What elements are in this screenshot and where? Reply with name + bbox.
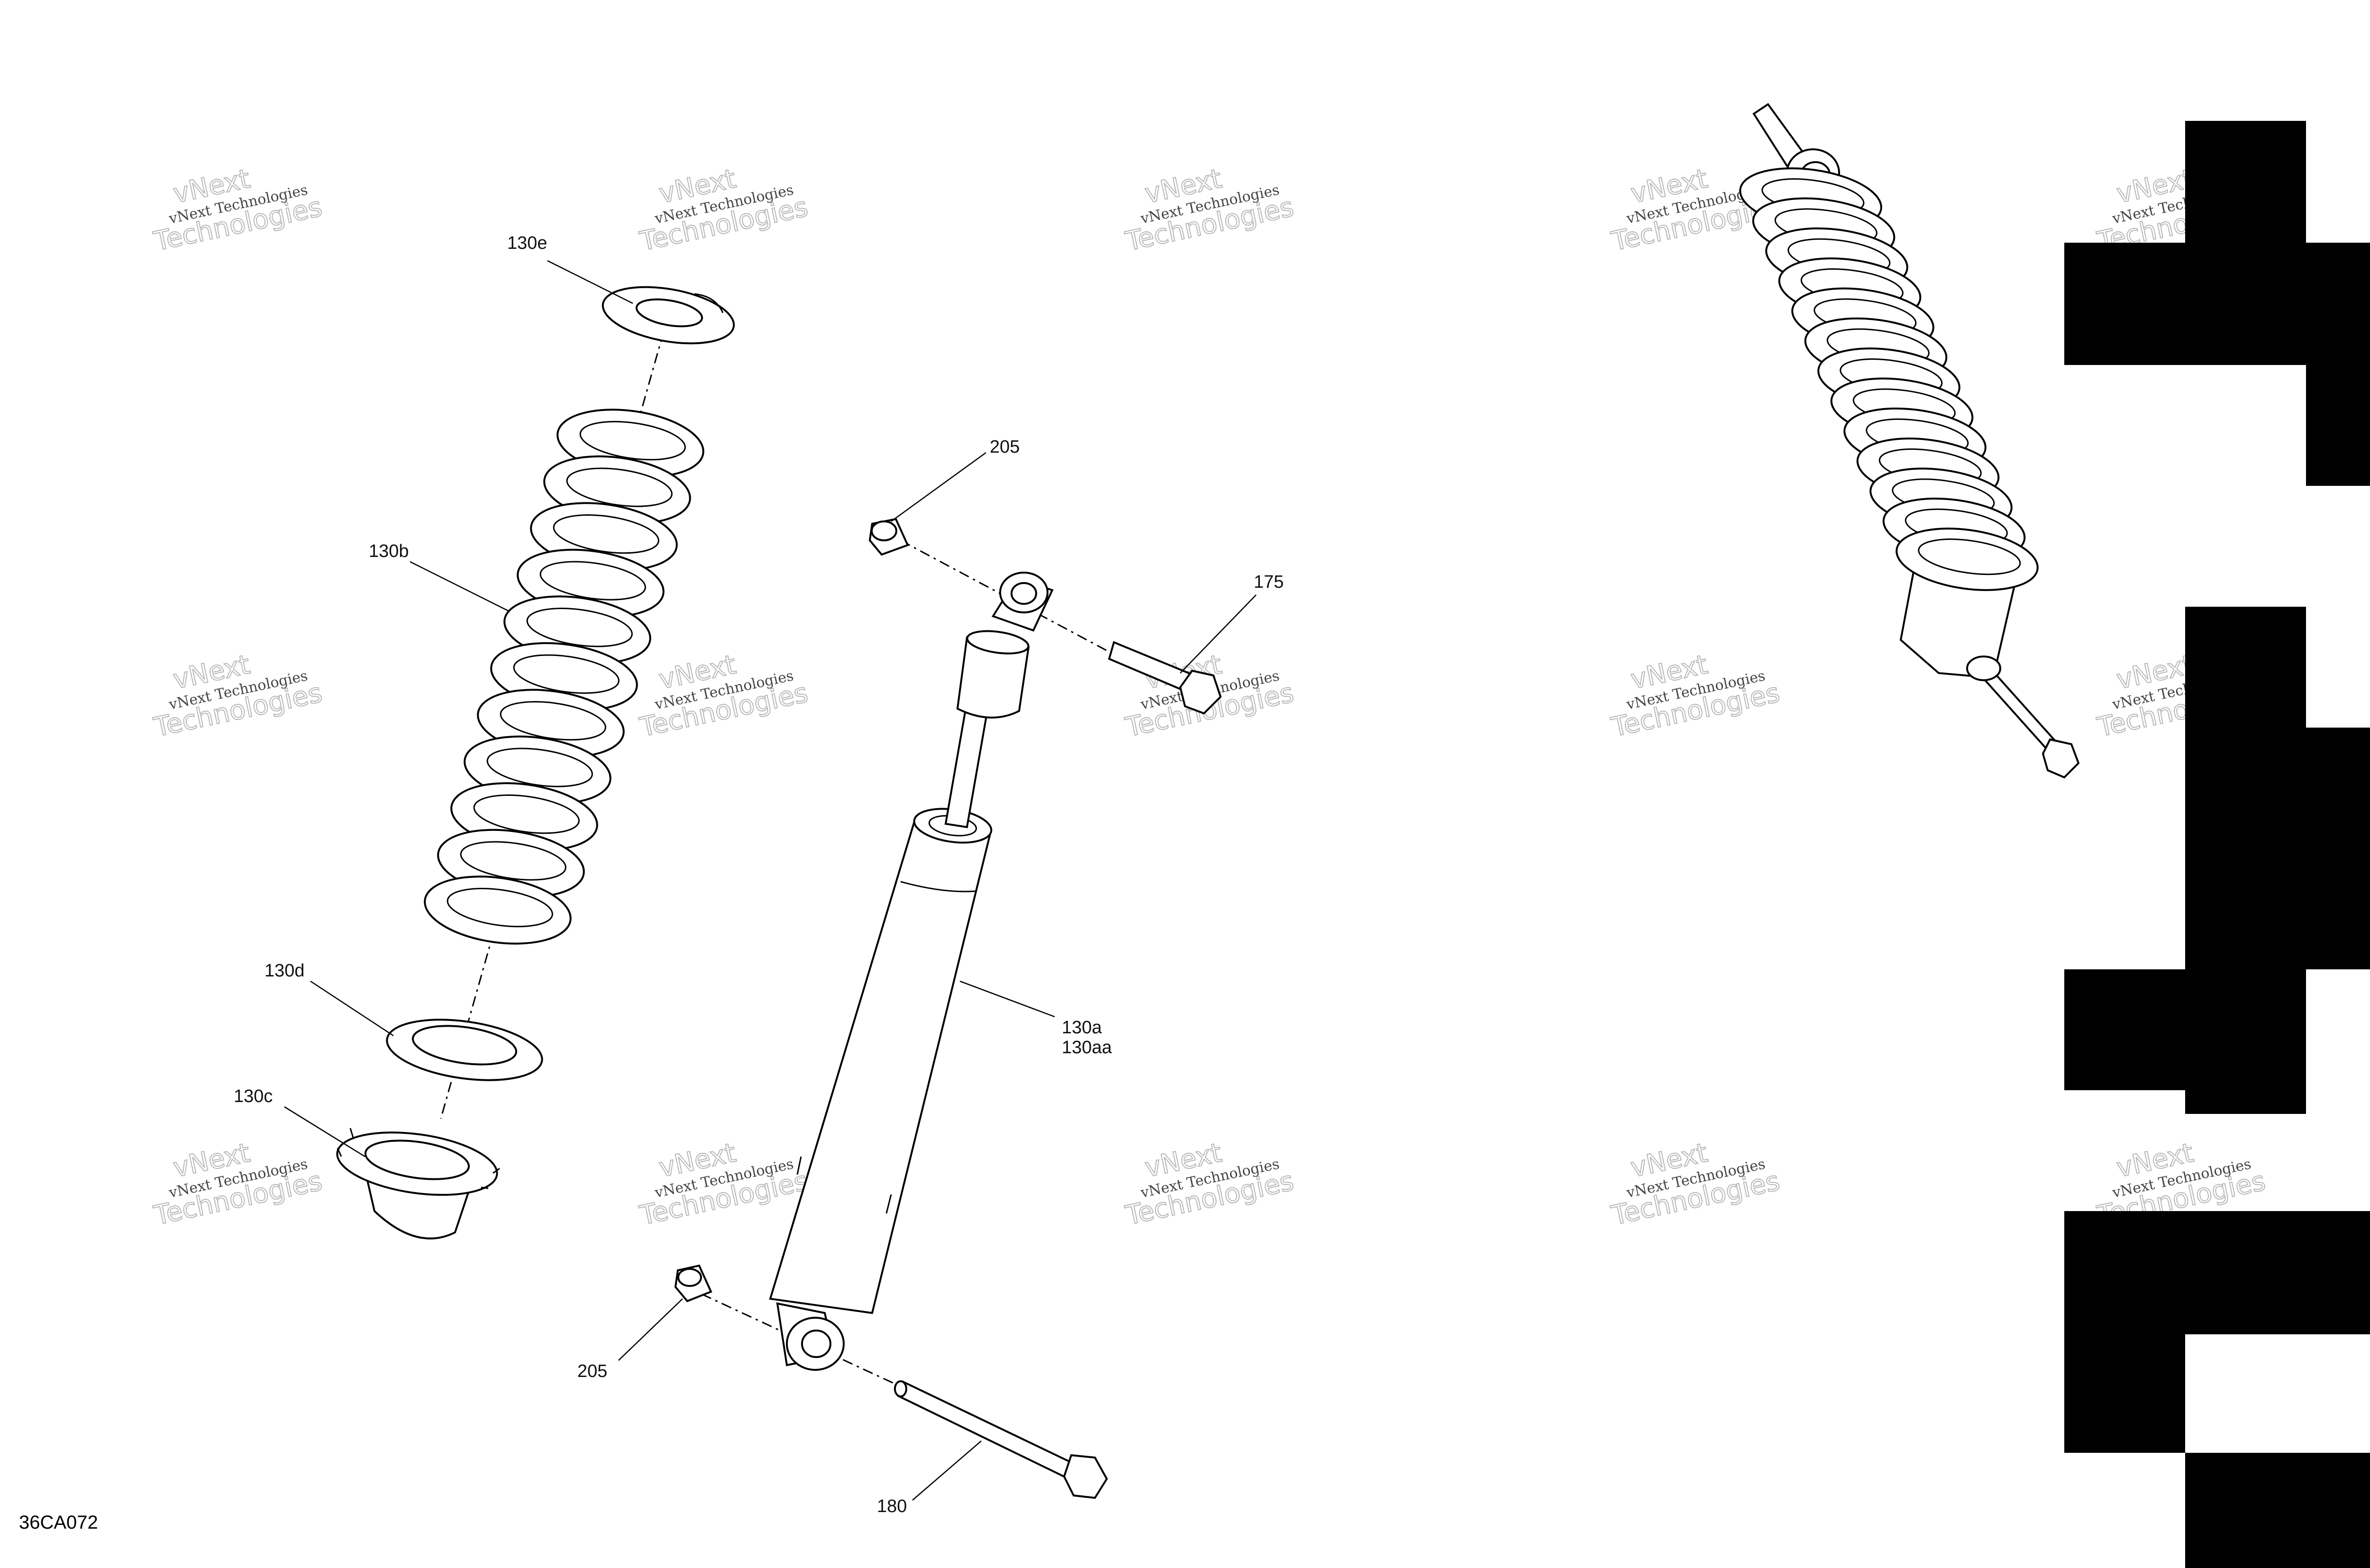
- assembled-coil-spring: [1739, 167, 2039, 591]
- spring-coil-inner: [513, 654, 620, 694]
- leader-lines: [284, 260, 1257, 1501]
- spring-washer-130d[interactable]: [383, 1011, 546, 1089]
- spring-assembly: [333, 278, 738, 1240]
- registration-blocks: [2064, 121, 2370, 1568]
- spring-coil-inner: [1918, 538, 2021, 575]
- callout-130a: 130a: [1062, 1018, 1102, 1038]
- lower-seat-130c[interactable]: [333, 1123, 501, 1240]
- nut-205-top[interactable]: [868, 518, 909, 556]
- callout-130e: 130e: [507, 233, 547, 253]
- callout-205-bottom: 205: [577, 1361, 607, 1381]
- callout-205-top: 205: [990, 437, 1020, 457]
- upper-retainer-130e[interactable]: [599, 278, 738, 353]
- callout-130aa: 130aa: [1062, 1038, 1112, 1057]
- spring-coil-inner: [447, 887, 553, 928]
- assembled-shock-view: [1739, 103, 2080, 779]
- spring-coil-inner: [566, 467, 673, 507]
- bolt-175[interactable]: [1108, 641, 1222, 715]
- spring-coil: [1896, 528, 2039, 591]
- spring-coil-inner: [579, 420, 686, 461]
- spring-coil-inner: [539, 561, 646, 601]
- diagram-id: 36CA072: [19, 1512, 98, 1533]
- bolt-180[interactable]: [894, 1380, 1108, 1499]
- callout-130d: 130d: [264, 961, 305, 981]
- shock-absorber-130a[interactable]: [701, 539, 1176, 1480]
- spring-coil-inner: [553, 514, 659, 554]
- spring-coil-inner: [500, 701, 606, 741]
- spring-coil-inner: [460, 841, 566, 881]
- spring-coil: [424, 875, 572, 945]
- callout-180: 180: [877, 1496, 907, 1516]
- callout-130c: 130c: [234, 1086, 273, 1106]
- upper-bolt-axis: [900, 539, 1176, 688]
- nut-205-bottom[interactable]: [674, 1264, 712, 1303]
- spring-coil-inner: [526, 607, 633, 647]
- coil-spring-130b[interactable]: [420, 401, 708, 952]
- spring-coil-inner: [473, 794, 580, 834]
- callout-130b: 130b: [369, 541, 409, 561]
- spring-coil-inner: [486, 748, 593, 787]
- callout-175: 175: [1254, 572, 1284, 592]
